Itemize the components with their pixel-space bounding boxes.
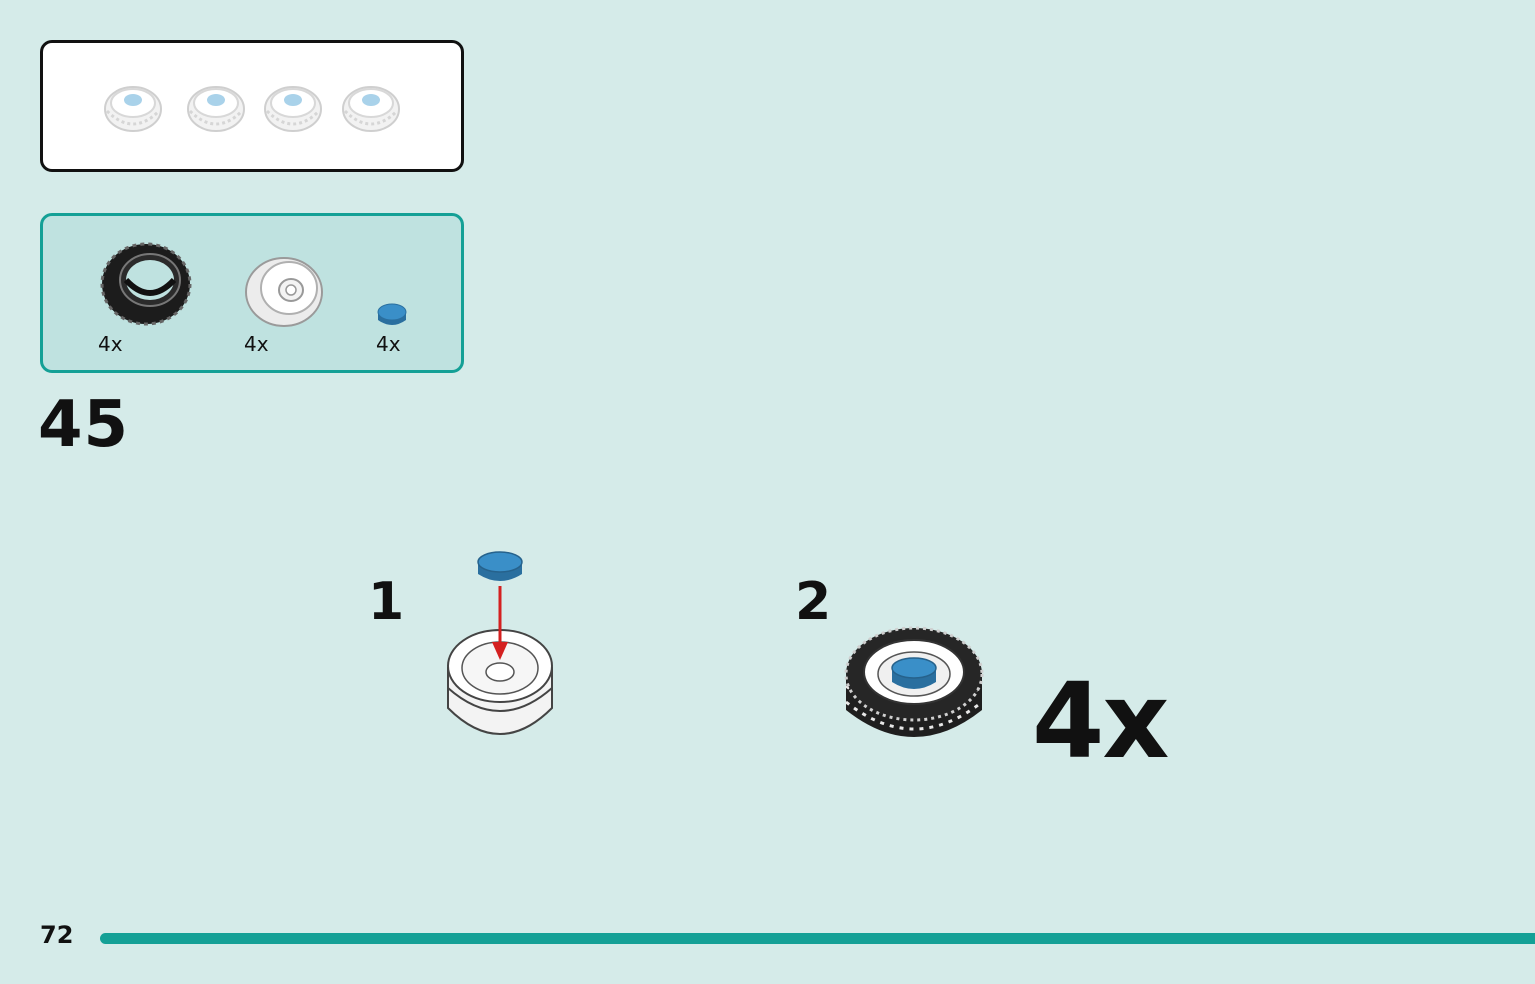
rim-icon: [245, 257, 323, 327]
step-number: 45: [38, 388, 130, 462]
subassembly-preview-box: [40, 40, 464, 172]
round-tile-qty: 4x: [376, 332, 401, 356]
substep-1-illustration: [447, 551, 553, 735]
footer-progress-line: [100, 933, 1535, 944]
ghost-wheel-icon: [342, 86, 400, 132]
substep-multiplier: 4x: [1032, 660, 1169, 782]
tire-qty: 4x: [98, 332, 123, 356]
substep-2-illustration: [844, 626, 984, 737]
substep-2-number: 2: [795, 572, 832, 632]
parts-list-box: 4x 4x 4x: [40, 213, 464, 373]
ghost-wheel-icon: [104, 86, 162, 132]
rim-qty: 4x: [244, 332, 269, 356]
tire-icon: [100, 242, 192, 326]
ghost-wheel-icon: [187, 86, 245, 132]
round-tile-icon: [377, 303, 407, 325]
ghost-wheel-icon: [264, 86, 322, 132]
substep-1-number: 1: [368, 572, 405, 632]
page-number: 72: [40, 921, 74, 949]
